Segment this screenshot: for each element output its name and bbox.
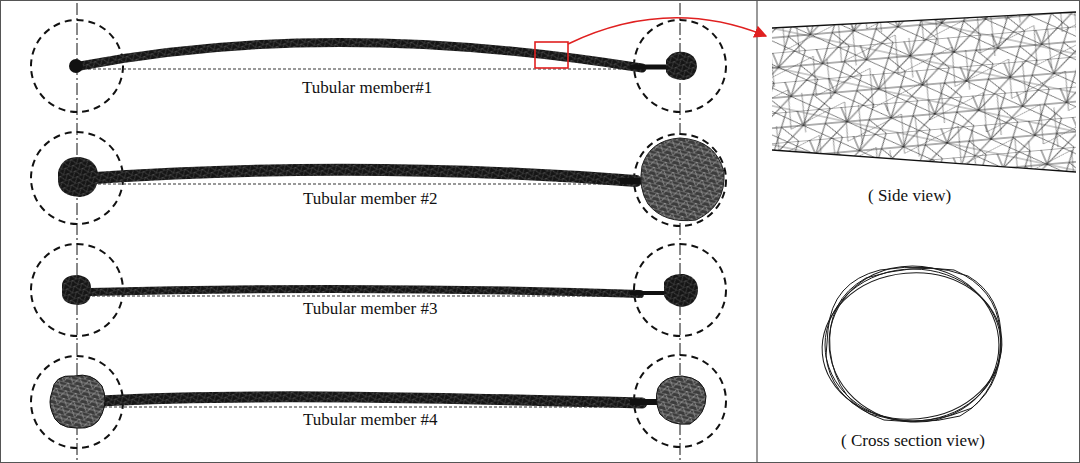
member-label: Tubular member #2: [301, 189, 439, 209]
member-label: Tubular member #3: [301, 299, 439, 319]
member-label: Tubular member #4: [301, 410, 439, 430]
member-label: Tubular member#1: [300, 78, 434, 98]
view-label: ( Side view): [866, 186, 953, 206]
view-label: ( Cross section view): [839, 431, 987, 451]
